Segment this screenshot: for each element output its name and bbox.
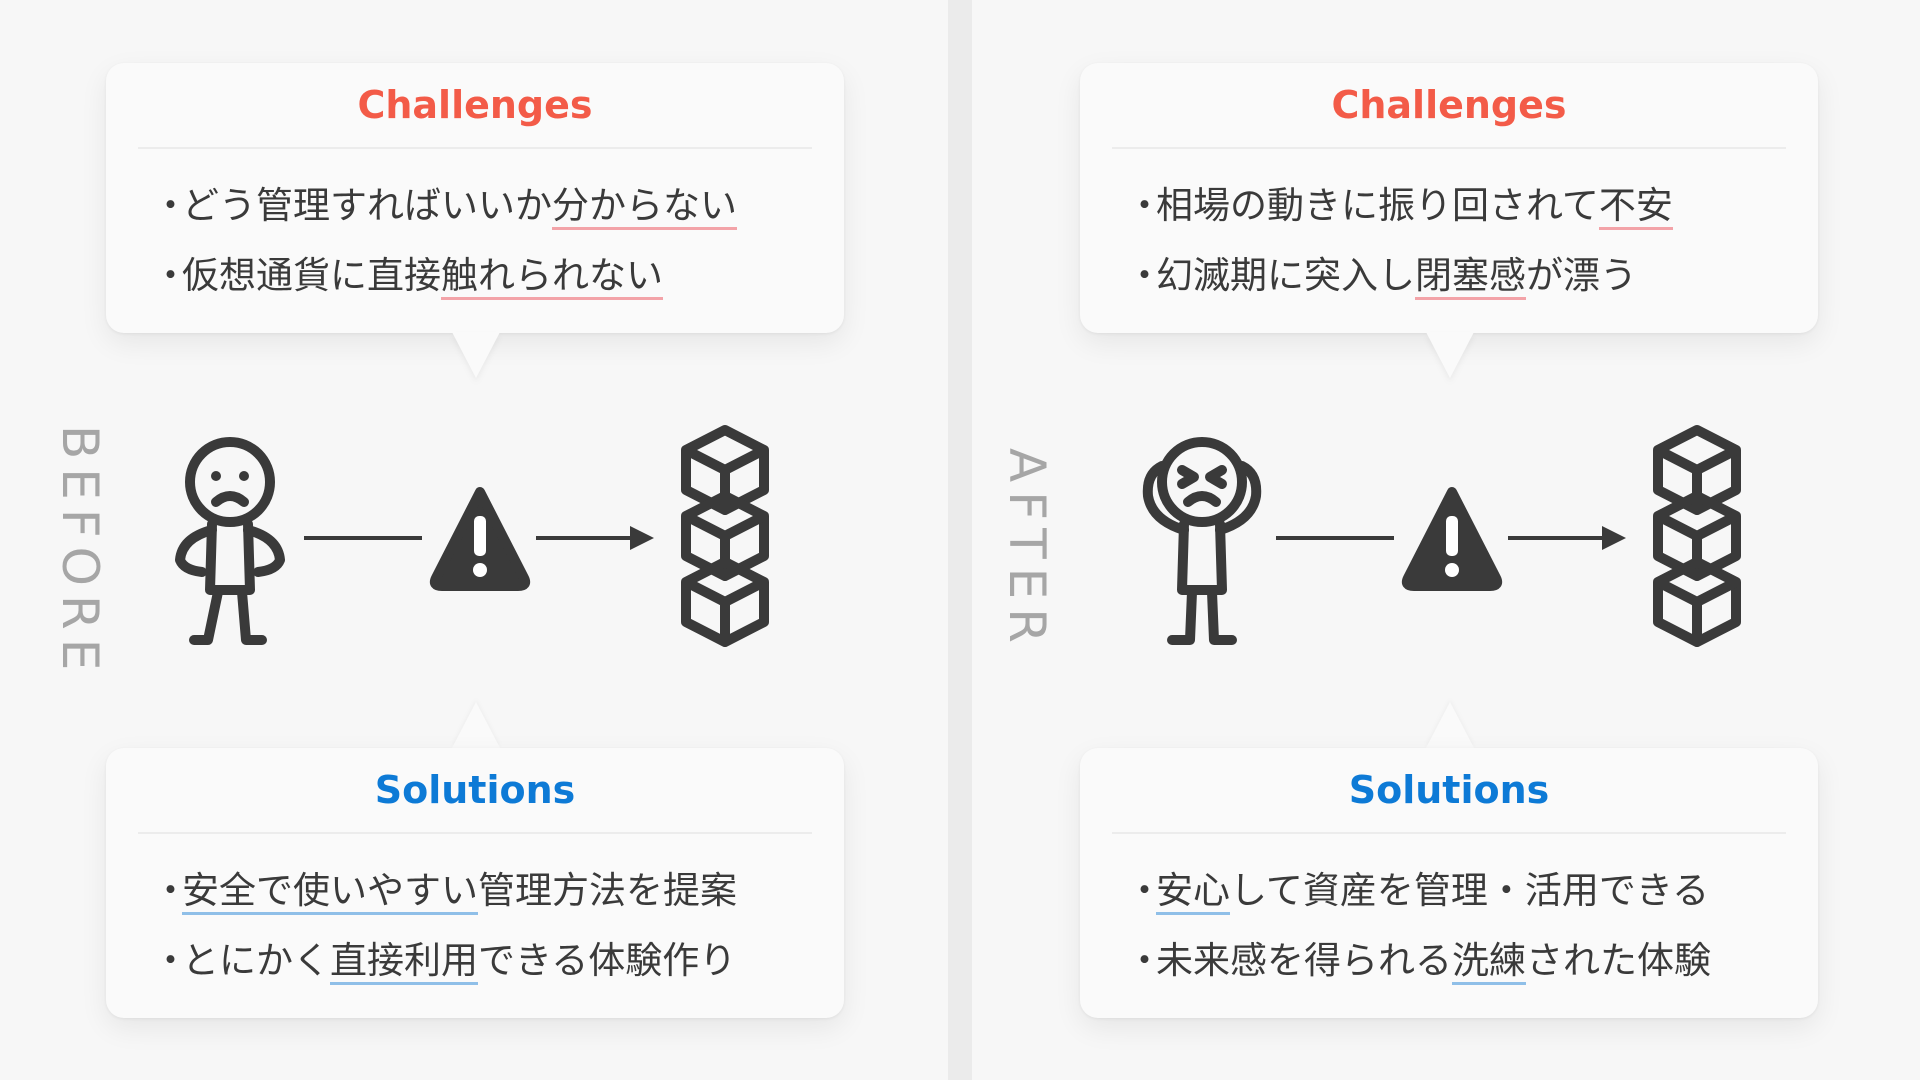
after-panel: AFTER Challenges ・相場の動きに振り回されて不安 ・幻滅期に突入… <box>972 0 1920 1080</box>
before-label: BEFORE <box>51 425 109 680</box>
before-challenges-title: Challenges <box>357 83 593 127</box>
callout-pointer <box>1426 332 1474 378</box>
after-challenges-list: ・相場の動きに振り回されて不安 ・幻滅期に突入し閉塞感が漂う <box>1120 171 1673 311</box>
after-solutions-title: Solutions <box>1348 768 1550 812</box>
bullet: ・ <box>1126 254 1163 297</box>
after-solutions-card: Solutions ・安心して資産を管理・活用できる ・未来感を得られる洗練され… <box>1080 748 1818 1018</box>
bullet: ・ <box>1126 869 1163 912</box>
warning-icon <box>429 487 531 591</box>
highlight-phrase: 触れられない <box>441 254 663 300</box>
after-challenges-title: Challenges <box>1331 83 1567 127</box>
after-challenges-card: Challenges ・相場の動きに振り回されて不安 ・幻滅期に突入し閉塞感が漂… <box>1080 63 1818 333</box>
blockchain-cubes-icon <box>1653 425 1741 647</box>
divider <box>1112 832 1786 834</box>
list-item: ・未来感を得られる洗練された体験 <box>1120 926 1711 996</box>
warning-icon <box>1401 487 1503 591</box>
arrow-right-icon <box>1508 526 1626 550</box>
before-solutions-title: Solutions <box>374 768 576 812</box>
divider <box>138 832 812 834</box>
after-solutions-list: ・安心して資産を管理・活用できる ・未来感を得られる洗練された体験 <box>1120 856 1711 996</box>
before-challenges-list: ・どう管理すればいいか分からない ・仮想通貨に直接触れられない <box>146 171 737 311</box>
bullet: ・ <box>152 254 189 297</box>
bullet: ・ <box>152 869 189 912</box>
bullet: ・ <box>1126 184 1163 227</box>
before-solutions-list: ・安全で使いやすい管理方法を提案 ・とにかく直接利用できる体験作り <box>146 856 737 996</box>
after-flow-diagram <box>1142 425 1741 647</box>
bullet: ・ <box>1126 939 1163 982</box>
highlight-phrase: 直接利用 <box>330 939 478 985</box>
arrow-right-icon <box>536 526 654 550</box>
callout-pointer <box>452 332 500 378</box>
list-item: ・どう管理すればいいか分からない <box>146 171 737 241</box>
highlight-phrase: 安全で使いやすい <box>182 869 478 915</box>
frustrated-person-icon <box>1142 437 1262 645</box>
blockchain-cubes-icon <box>681 425 769 647</box>
before-solutions-card: Solutions ・安全で使いやすい管理方法を提案 ・とにかく直接利用できる体… <box>106 748 844 1018</box>
list-item: ・仮想通貨に直接触れられない <box>146 241 737 311</box>
sad-person-icon <box>175 437 285 645</box>
list-item: ・とにかく直接利用できる体験作り <box>146 926 737 996</box>
callout-pointer <box>452 702 500 748</box>
highlight-phrase: 安心 <box>1156 869 1230 915</box>
callout-pointer <box>1426 702 1474 748</box>
list-item: ・幻滅期に突入し閉塞感が漂う <box>1120 241 1673 311</box>
bullet: ・ <box>152 939 189 982</box>
before-flow-diagram <box>175 425 769 647</box>
divider <box>1112 147 1786 149</box>
highlight-phrase: 洗練 <box>1452 939 1526 985</box>
after-label: AFTER <box>998 448 1056 652</box>
list-item: ・安全で使いやすい管理方法を提案 <box>146 856 737 926</box>
divider <box>138 147 812 149</box>
highlight-phrase: 不安 <box>1598 184 1673 230</box>
highlight-phrase: 分からない <box>552 184 737 230</box>
highlight-phrase: 閉塞感 <box>1415 254 1526 300</box>
before-challenges-card: Challenges ・どう管理すればいいか分からない ・仮想通貨に直接触れられ… <box>106 63 844 333</box>
bullet: ・ <box>152 184 189 227</box>
panel-divider <box>948 0 972 1080</box>
list-item: ・安心して資産を管理・活用できる <box>1120 856 1711 926</box>
list-item: ・相場の動きに振り回されて不安 <box>1120 171 1673 241</box>
before-panel: BEFORE Challenges ・どう管理すればいいか分からない ・仮想通貨… <box>51 63 844 1018</box>
